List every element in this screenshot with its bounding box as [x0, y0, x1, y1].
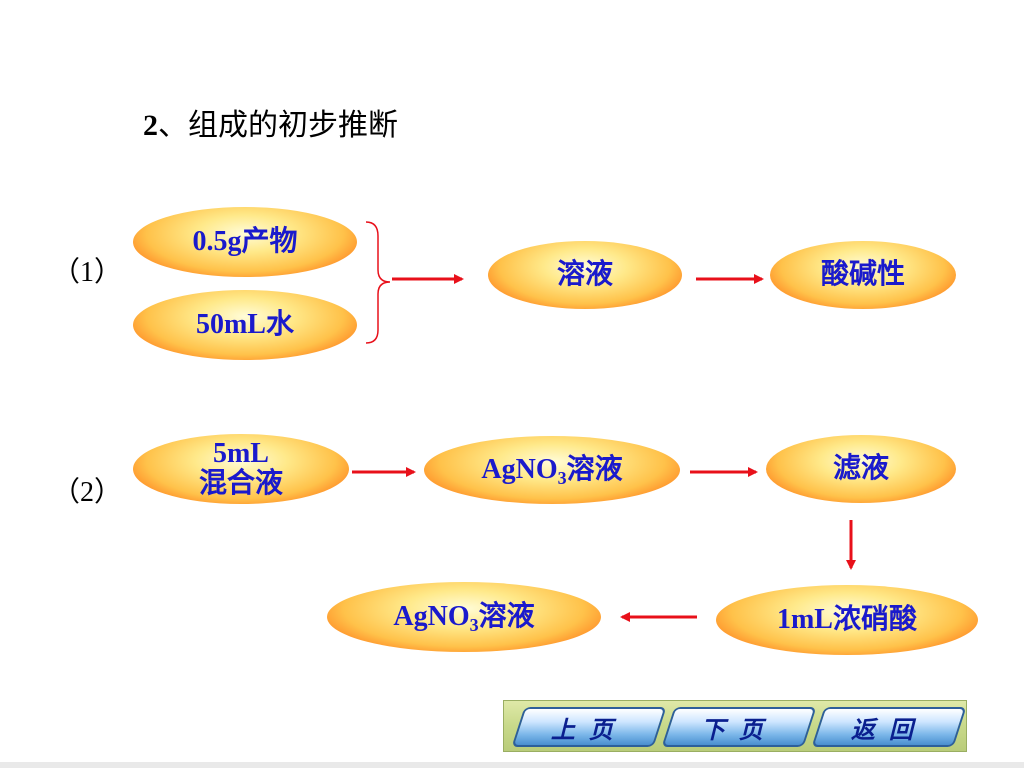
- node-agno3-solution-label: AgNO3溶液: [481, 454, 623, 488]
- node-filtrate: 滤液: [766, 435, 956, 503]
- node-nitric-acid-label: 1mL浓硝酸: [776, 604, 917, 635]
- agno3-formula-2: AgNO: [393, 601, 470, 632]
- agno3-subscript-2: 3: [469, 615, 479, 635]
- node-mixture-label: 混合液: [198, 468, 283, 499]
- next-page-button[interactable]: 下页: [661, 707, 817, 747]
- node-product-label: 0.5g产物: [192, 226, 298, 257]
- back-label: 返回: [851, 715, 927, 744]
- node-acidity-label: 酸碱性: [820, 259, 905, 290]
- title-text: 、组成的初步推断: [158, 109, 398, 142]
- node-product: 0.5g产物: [133, 207, 357, 277]
- node-water-label: 50mL水: [195, 309, 294, 340]
- node-solution: 溶液: [488, 241, 682, 309]
- node-nitric-acid: 1mL浓硝酸: [716, 585, 978, 655]
- title-number: 2: [143, 109, 158, 142]
- back-button[interactable]: 返回: [811, 707, 967, 747]
- agno3-subscript: 3: [557, 468, 567, 488]
- node-agno3-solution-2-label: AgNO3溶液: [393, 601, 535, 635]
- node-agno3-solution-2: AgNO3溶液: [327, 582, 601, 652]
- node-mixture: 5mL 混合液: [133, 434, 349, 504]
- navigation-bar: 上页 下页 返回: [503, 700, 967, 752]
- brace: [365, 221, 391, 344]
- next-page-label: 下页: [701, 715, 777, 744]
- node-mixture-volume: 5mL: [212, 438, 269, 469]
- node-acidity: 酸碱性: [770, 241, 956, 309]
- node-solution-label: 溶液: [556, 259, 613, 290]
- node-water: 50mL水: [133, 290, 357, 360]
- node-filtrate-label: 滤液: [832, 453, 889, 484]
- page-title: 2、组成的初步推断: [143, 100, 398, 144]
- agno3-formula: AgNO: [481, 454, 558, 485]
- row-label-1: （1）: [52, 257, 123, 288]
- row-label-2: （2）: [52, 477, 123, 508]
- prev-page-button[interactable]: 上页: [511, 707, 667, 747]
- footer-divider: [0, 762, 1024, 768]
- node-agno3-solution: AgNO3溶液: [424, 436, 680, 504]
- prev-page-label: 上页: [551, 715, 627, 744]
- agno3-suffix: 溶液: [566, 454, 623, 485]
- agno3-suffix-2: 溶液: [478, 601, 535, 632]
